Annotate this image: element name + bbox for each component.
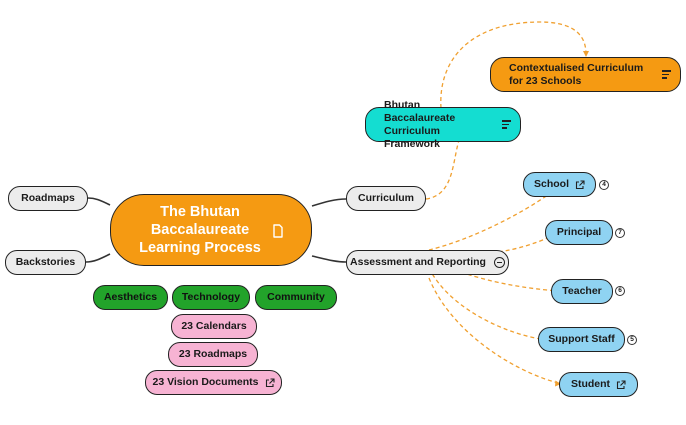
community-label: Community bbox=[267, 291, 325, 303]
support-staff-node[interactable]: Support Staff bbox=[538, 327, 625, 352]
central-line-3: Learning Process bbox=[139, 240, 261, 256]
aesthetics-label: Aesthetics bbox=[103, 291, 158, 303]
roadmaps-label: Roadmaps bbox=[21, 192, 75, 204]
assessment-node[interactable]: Assessment and Reporting bbox=[346, 250, 509, 275]
roadmaps-doc-node[interactable]: 23 Roadmaps bbox=[168, 342, 258, 367]
assessment-label: Assessment and Reporting bbox=[350, 256, 486, 268]
document-icon bbox=[273, 224, 283, 238]
technology-label: Technology bbox=[181, 291, 241, 303]
curriculum-label: Curriculum bbox=[357, 192, 414, 204]
curriculum-framework-label: Bhutan Baccalaureate Curriculum Framewor… bbox=[384, 98, 456, 150]
community-node[interactable]: Community bbox=[255, 285, 337, 310]
collapse-icon[interactable] bbox=[493, 257, 505, 268]
notes-icon[interactable] bbox=[502, 118, 511, 130]
backstories-node[interactable]: Backstories bbox=[5, 250, 86, 275]
aesthetics-node[interactable]: Aesthetics bbox=[93, 285, 168, 310]
school-count-badge[interactable]: 4 bbox=[599, 180, 609, 190]
student-node[interactable]: Student bbox=[559, 372, 638, 397]
notes-icon[interactable] bbox=[662, 68, 671, 80]
roadmaps-node[interactable]: Roadmaps bbox=[8, 186, 88, 211]
central-topic[interactable]: The Bhutan Baccalaureate Learning Proces… bbox=[110, 194, 312, 266]
teacher-count-badge[interactable]: 6 bbox=[615, 286, 625, 296]
external-link-icon[interactable] bbox=[575, 179, 585, 190]
support-staff-count-badge[interactable]: 5 bbox=[627, 335, 637, 345]
central-line-2: Baccalaureate bbox=[150, 222, 250, 238]
external-link-icon[interactable] bbox=[265, 377, 275, 388]
central-topic-text: The Bhutan Baccalaureate Learning Proces… bbox=[139, 203, 261, 257]
technology-node[interactable]: Technology bbox=[172, 285, 250, 310]
calendars-label: 23 Calendars bbox=[181, 320, 247, 332]
external-link-icon[interactable] bbox=[616, 379, 626, 390]
support-staff-label: Support Staff bbox=[548, 333, 615, 345]
calendars-node[interactable]: 23 Calendars bbox=[171, 314, 257, 339]
student-label: Student bbox=[570, 378, 611, 390]
central-line-1: The Bhutan bbox=[160, 204, 240, 220]
backstories-label: Backstories bbox=[15, 256, 76, 268]
school-label: School bbox=[533, 178, 569, 190]
principal-count-badge[interactable]: 7 bbox=[615, 228, 625, 238]
curriculum-node[interactable]: Curriculum bbox=[346, 186, 426, 211]
principal-node[interactable]: Principal bbox=[545, 220, 613, 245]
principal-label: Principal bbox=[556, 226, 602, 238]
curriculum-framework-node[interactable]: Bhutan Baccalaureate Curriculum Framewor… bbox=[365, 99, 521, 150]
contextualised-curriculum-label: Contextualised Curriculum for 23 Schools bbox=[509, 61, 644, 87]
vision-documents-label: 23 Vision Documents bbox=[152, 376, 259, 388]
vision-documents-node[interactable]: 23 Vision Documents bbox=[145, 370, 282, 395]
teacher-label: Teacher bbox=[562, 285, 602, 297]
roadmaps-doc-label: 23 Roadmaps bbox=[178, 348, 248, 360]
teacher-node[interactable]: Teacher bbox=[551, 279, 613, 304]
school-node[interactable]: School bbox=[523, 172, 596, 197]
contextualised-curriculum-node[interactable]: Contextualised Curriculum for 23 Schools bbox=[490, 57, 681, 92]
